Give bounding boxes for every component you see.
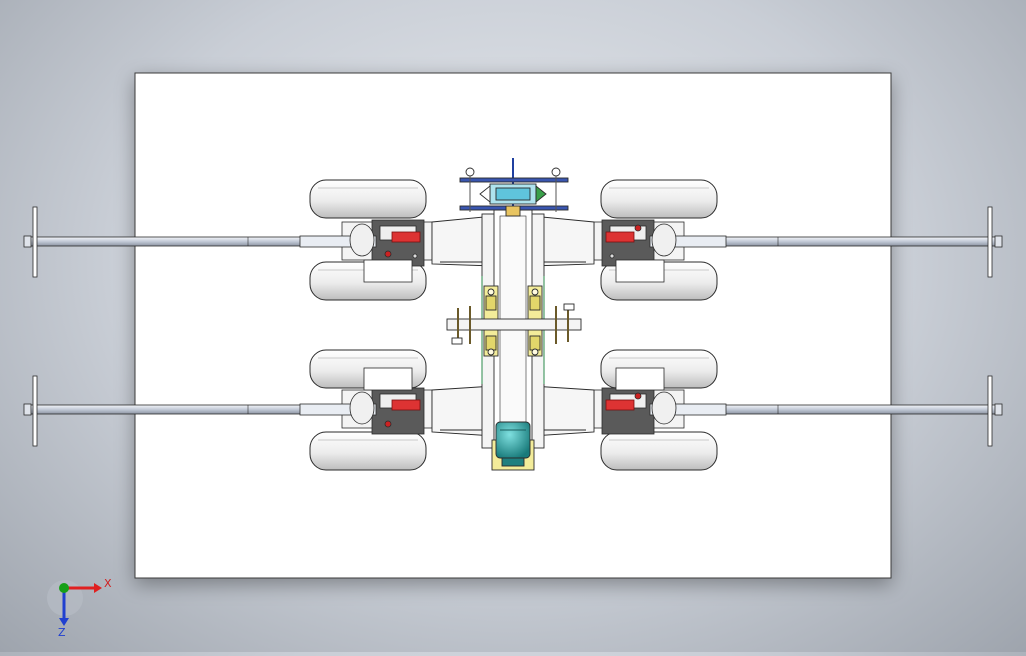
rear-motor[interactable] (491, 421, 535, 471)
z-axis-arrow-icon (59, 618, 69, 626)
wheel-upper-right-top[interactable] (600, 179, 718, 219)
hub-assembly-upper-left[interactable] (299, 219, 433, 283)
coordinate-triad: X Z (47, 577, 112, 639)
wheel-lower-right-bottom[interactable] (600, 431, 718, 471)
chassis-arms[interactable] (431, 215, 595, 437)
x-axis-arrow-icon (94, 583, 102, 593)
wheel-lower-left-bottom[interactable] (309, 431, 427, 471)
cross-member[interactable] (446, 303, 582, 345)
y-axis-dot-icon (59, 583, 69, 593)
hub-assembly-lower-left[interactable] (299, 367, 433, 435)
tow-hitch[interactable] (459, 158, 569, 217)
central-beam[interactable] (481, 209, 545, 457)
hub-assembly-lower-right[interactable] (593, 367, 727, 435)
wheel-upper-left-top[interactable] (309, 179, 427, 219)
hub-assembly-upper-right[interactable] (593, 219, 727, 283)
z-axis-label: Z (58, 626, 66, 639)
x-axis-label: X (104, 577, 112, 590)
